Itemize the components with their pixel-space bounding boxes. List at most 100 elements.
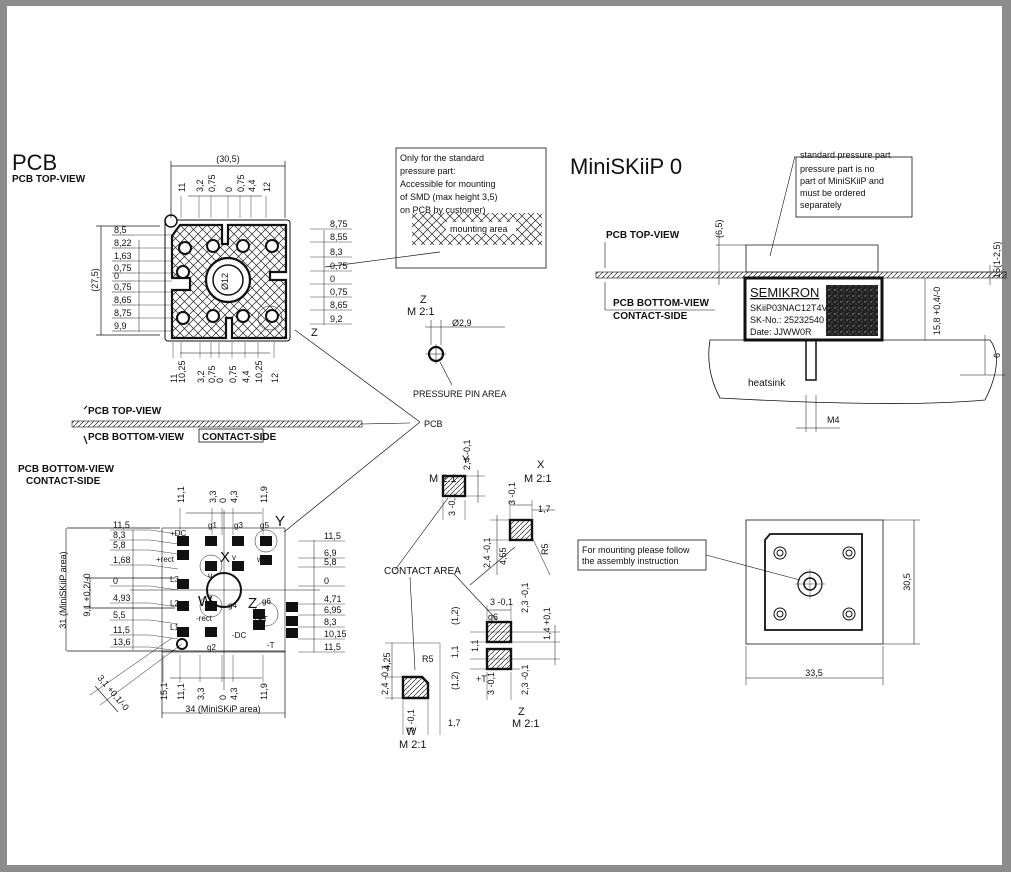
dimension-label: 4,4 bbox=[241, 370, 251, 383]
pad-label: g3 bbox=[234, 521, 243, 530]
contact-pad bbox=[177, 627, 189, 637]
module-top-inner bbox=[764, 533, 863, 631]
detail-y-pad bbox=[441, 474, 467, 498]
dimension-label: 6 bbox=[992, 353, 1002, 358]
note-text: pressure part is no bbox=[800, 164, 875, 174]
leader-line bbox=[439, 361, 453, 386]
dimension-label: 1,1 bbox=[450, 645, 460, 658]
dimension-label: 4,4 bbox=[247, 179, 257, 192]
dimension-label: 0,75 bbox=[207, 365, 217, 383]
dimension-line bbox=[149, 585, 179, 591]
pcb-top-outline bbox=[164, 219, 291, 342]
pcb-top-view-subtitle: PCB TOP-VIEW bbox=[12, 174, 86, 185]
dimension-label: 0 bbox=[113, 576, 118, 586]
hatch-label-bg bbox=[446, 222, 516, 234]
detail-w-pad bbox=[401, 675, 430, 700]
screw-hole bbox=[265, 309, 279, 323]
module-label-text: Date: JJWW0R bbox=[750, 327, 812, 337]
dimension-label: (1,2) bbox=[450, 606, 460, 625]
module-title: MiniSKiiP 0 bbox=[570, 154, 682, 179]
dimension-line bbox=[149, 529, 179, 535]
pad-label: g4 bbox=[228, 601, 237, 610]
dimension-label: 1,4 +0,1 bbox=[542, 607, 552, 640]
detail-x-pad bbox=[508, 518, 534, 542]
dimension-label: R5 bbox=[422, 654, 434, 664]
note-text: on PCB by customer) bbox=[400, 205, 486, 215]
dimension-label: 2,4 -0,1 bbox=[462, 439, 472, 470]
dimension-label: 0,75 bbox=[228, 365, 238, 383]
dimension-label: 9,2 bbox=[330, 314, 343, 324]
contact-pad bbox=[177, 579, 189, 589]
contact-pad bbox=[205, 536, 217, 546]
leader-line bbox=[294, 329, 421, 423]
detail-circle bbox=[257, 305, 283, 331]
dimension-label: 6,95 bbox=[324, 605, 342, 615]
pad-label: w bbox=[256, 555, 263, 564]
dimension-label: 1,7 bbox=[448, 718, 461, 728]
side-bottom-label: PCB BOTTOM-VIEW bbox=[613, 298, 709, 309]
pcb-label: PCB bbox=[424, 419, 443, 429]
contact-pad bbox=[205, 561, 217, 571]
section-top-label: PCB TOP-VIEW bbox=[88, 406, 162, 417]
mounting-hole-inner bbox=[845, 549, 853, 557]
detail-z-marker: Z bbox=[518, 706, 525, 718]
scale-label: M 2:1 bbox=[407, 306, 435, 318]
dimension-label: 4,93 bbox=[113, 593, 131, 603]
mounting-hole bbox=[842, 546, 856, 560]
dimension-label: 6,9 bbox=[324, 548, 337, 558]
dimension-label: 4,71 bbox=[324, 594, 342, 604]
pad-label: g1 bbox=[208, 521, 217, 530]
dimension-label: 3,3 bbox=[208, 490, 218, 503]
detail-marker-z: Z bbox=[311, 327, 318, 339]
center-pressure-hole bbox=[212, 264, 244, 296]
mounting-hole bbox=[773, 546, 787, 560]
dimension-label: 3 -0,1 bbox=[486, 672, 496, 695]
pad-label: L2 bbox=[170, 599, 179, 608]
dimension-label: 3 -0,1 bbox=[406, 709, 416, 732]
detail-x-marker: X bbox=[537, 459, 545, 471]
dimension-label: 12 bbox=[262, 182, 272, 192]
note-text: the assembly instruction bbox=[582, 556, 679, 566]
note-text: For mounting please follow bbox=[582, 545, 690, 555]
mounting-hole-inner bbox=[776, 610, 784, 618]
leader-line bbox=[469, 546, 516, 586]
contact-pad bbox=[286, 602, 298, 612]
dimension-label: 1,7 bbox=[538, 504, 551, 514]
pad-label: -T bbox=[267, 641, 275, 650]
note-text: Only for the standard bbox=[400, 153, 484, 163]
leader-line bbox=[324, 251, 441, 268]
dimension-label: 10,15 bbox=[324, 629, 347, 639]
contact-pad bbox=[177, 536, 189, 546]
screw-hole bbox=[236, 309, 250, 323]
dimension-line bbox=[149, 619, 179, 625]
screw-hole bbox=[176, 311, 190, 325]
pad-label: u bbox=[208, 571, 212, 580]
dimension-label: 11,5 bbox=[113, 520, 130, 530]
dimension-label: 1,68 bbox=[113, 555, 131, 565]
dimension-line bbox=[531, 536, 551, 576]
dimension-label: (6,5) bbox=[714, 219, 724, 238]
dimension-label: 0,75 bbox=[236, 174, 246, 192]
leader-line bbox=[361, 422, 411, 425]
dimension-label: 8,75 bbox=[114, 308, 132, 318]
bottom-view-title: PCB BOTTOM-VIEW bbox=[18, 464, 114, 475]
mounting-hole-inner bbox=[776, 549, 784, 557]
screw-hole bbox=[206, 239, 220, 253]
dimension-label: 11 bbox=[169, 374, 179, 383]
module-label-text: SK-No.: 25232540 bbox=[750, 315, 824, 325]
dimension-label: 0,75 bbox=[114, 282, 132, 292]
contact-side-label: CONTACT-SIDE bbox=[202, 432, 277, 443]
module-top-outline bbox=[745, 519, 884, 645]
dimension-label: 4,55 bbox=[498, 547, 508, 565]
dimension-line bbox=[149, 634, 179, 640]
pressure-pin-label: PRESSURE PIN AREA bbox=[413, 389, 507, 399]
detail-marker: Z bbox=[420, 294, 427, 306]
dimension-line bbox=[149, 539, 179, 545]
heatsink-label: heatsink bbox=[748, 378, 786, 389]
contact-pad bbox=[260, 536, 272, 546]
dimension-label: 2,3 -0,1 bbox=[520, 582, 530, 613]
side-note-box bbox=[795, 156, 913, 218]
dimension-label: 4,25 bbox=[382, 652, 392, 670]
detail-y-scale: M 2:1 bbox=[429, 473, 457, 485]
mounting-hole bbox=[773, 607, 787, 621]
